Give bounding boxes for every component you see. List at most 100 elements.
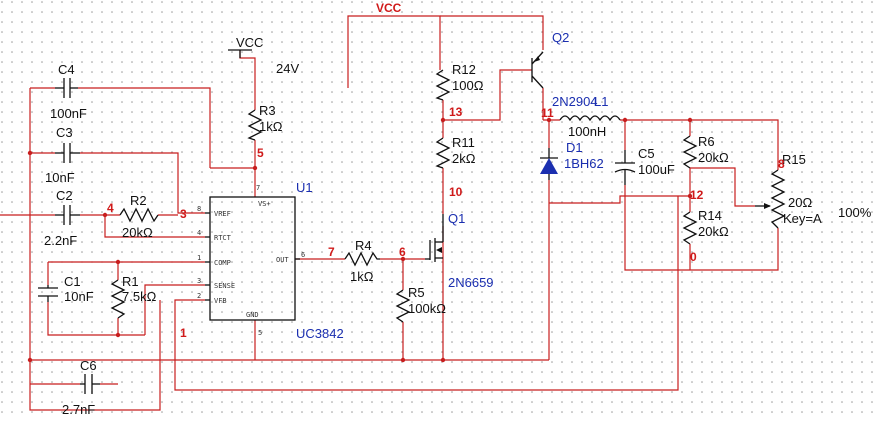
- net-label-13: 13: [449, 105, 463, 119]
- pin-label-vref: VREF: [214, 210, 231, 218]
- pin-number-gnd: 5: [258, 329, 262, 337]
- resistor-r6[interactable]: R6 20kΩ: [682, 134, 729, 169]
- vcc-value-label: 24V: [276, 61, 299, 76]
- pin-label-comp: COMP: [214, 259, 231, 267]
- potentiometer-r15[interactable]: R15 20Ω Key=A 100%: [755, 152, 872, 229]
- r2-value: 20kΩ: [122, 225, 153, 240]
- capacitor-c4[interactable]: C4 100nF: [50, 62, 87, 121]
- l1-ref: L1: [594, 94, 608, 109]
- net-label-11: 11: [541, 106, 554, 120]
- c6-value: 2.7nF: [62, 402, 95, 417]
- c6-ref: C6: [80, 358, 97, 373]
- wires: [0, 15, 779, 411]
- mosfet-q1[interactable]: Q1 2N6659: [425, 211, 494, 290]
- r15-setting: 100%: [838, 205, 872, 220]
- resistor-r3[interactable]: R3 1kΩ: [247, 103, 283, 141]
- resistor-r11[interactable]: R11 2kΩ: [435, 135, 476, 169]
- r3-ref: R3: [259, 103, 276, 118]
- r1-ref: R1: [122, 274, 139, 289]
- r12-value: 100Ω: [452, 78, 484, 93]
- junctions: [27, 117, 693, 363]
- r6-ref: R6: [698, 134, 715, 149]
- c1-value: 10nF: [64, 289, 94, 304]
- transistor-q2[interactable]: Q2 2N2904: [531, 30, 598, 109]
- c4-value: 100nF: [50, 106, 87, 121]
- r15-ref: R15: [782, 152, 806, 167]
- q2-part: 2N2904: [552, 94, 598, 109]
- vcc-top-label: VCC: [376, 1, 402, 15]
- net-label-7: 7: [328, 245, 335, 259]
- capacitor-c5[interactable]: C5 100uF: [614, 146, 675, 185]
- pin-number-out: 6: [301, 251, 305, 259]
- inductor-l1[interactable]: L1 100nH: [559, 94, 621, 139]
- net-label-10: 10: [449, 185, 463, 199]
- ic-ref: U1: [296, 180, 313, 195]
- resistor-r5[interactable]: R5 100kΩ: [395, 285, 446, 323]
- vcc-left-label: VCC: [236, 35, 263, 50]
- pin-label-vfb: VFB: [214, 297, 227, 305]
- d1-part: 1BH62: [564, 156, 604, 171]
- ic-part: UC3842: [296, 326, 344, 341]
- c3-ref: C3: [56, 125, 73, 140]
- c5-ref: C5: [638, 146, 655, 161]
- resistor-r14[interactable]: R14 20kΩ: [682, 208, 729, 245]
- pin-label-out: OUT: [276, 256, 289, 264]
- r15-value: 20Ω: [788, 195, 812, 210]
- r6-value: 20kΩ: [698, 150, 729, 165]
- r4-ref: R4: [355, 238, 372, 253]
- r11-ref: R11: [452, 135, 475, 150]
- net-labels: 1 3 4 5 6 7 8 10 11 12 13 0: [107, 105, 785, 340]
- r2-ref: R2: [130, 193, 147, 208]
- diode-d1[interactable]: D1 1BH62: [540, 140, 604, 180]
- c1-ref: C1: [64, 274, 81, 289]
- net-label-5: 5: [257, 146, 264, 160]
- c4-ref: C4: [58, 62, 75, 77]
- q1-ref: Q1: [448, 211, 465, 226]
- pin-number-rtct: 4: [197, 229, 201, 237]
- c3-value: 10nF: [45, 170, 75, 185]
- r5-value: 100kΩ: [408, 301, 446, 316]
- r3-value: 1kΩ: [259, 119, 283, 134]
- capacitor-c2[interactable]: C2 2.2nF: [44, 188, 80, 248]
- d1-ref: D1: [566, 140, 583, 155]
- l1-value: 100nH: [568, 124, 606, 139]
- pin-label-gnd: GND: [246, 311, 259, 319]
- capacitor-c1[interactable]: C1 10nF: [38, 274, 94, 304]
- r5-ref: R5: [408, 285, 425, 300]
- r15-key: Key=A: [783, 211, 822, 226]
- pin-number-vref: 8: [197, 205, 201, 213]
- r14-ref: R14: [698, 208, 722, 223]
- pin-label-sense: SENSE: [214, 282, 235, 290]
- c5-value: 100uF: [638, 162, 675, 177]
- c2-value: 2.2nF: [44, 233, 77, 248]
- net-label-12: 12: [690, 188, 704, 202]
- r14-value: 20kΩ: [698, 224, 729, 239]
- capacitor-c6[interactable]: C6 2.7nF: [62, 358, 100, 417]
- pin-number-sense: 3: [197, 277, 201, 285]
- pin-number-vs: 7: [256, 184, 260, 192]
- vcc-source-left[interactable]: VCC 24V: [228, 35, 299, 76]
- r4-value: 1kΩ: [350, 269, 374, 284]
- resistor-r12[interactable]: R12 100Ω: [435, 62, 484, 101]
- q2-ref: Q2: [552, 30, 569, 45]
- net-label-0: 0: [690, 250, 697, 264]
- net-label-4: 4: [107, 201, 114, 215]
- net-label-8: 8: [778, 157, 785, 171]
- capacitor-c3[interactable]: C3 10nF: [45, 125, 80, 185]
- r1-value: 7.5kΩ: [122, 289, 157, 304]
- ic-uc3842[interactable]: VS+ VREF RTCT COMP SENSE VFB OUT GND 7 8…: [197, 180, 344, 341]
- r11-value: 2kΩ: [452, 151, 476, 166]
- resistor-r2[interactable]: R2 20kΩ: [119, 193, 159, 240]
- pin-number-vfb: 2: [197, 292, 201, 300]
- resistor-r1[interactable]: R1 7.5kΩ: [110, 274, 157, 319]
- net-label-6: 6: [399, 245, 406, 259]
- pin-label-vs: VS+: [258, 200, 271, 208]
- r12-ref: R12: [452, 62, 476, 77]
- net-label-3: 3: [180, 207, 187, 221]
- resistor-r4[interactable]: R4 1kΩ: [344, 238, 380, 284]
- pin-label-rtct: RTCT: [214, 234, 232, 242]
- q1-part: 2N6659: [448, 275, 494, 290]
